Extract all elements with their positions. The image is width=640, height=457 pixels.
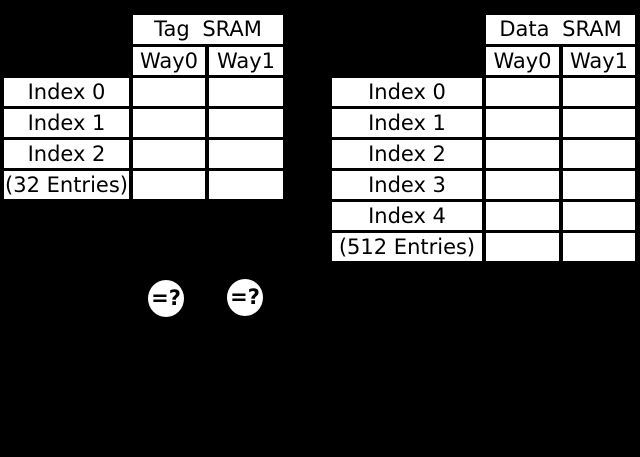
data-way0-header: Way0 xyxy=(486,47,559,75)
table-cell xyxy=(563,109,635,137)
table-cell xyxy=(563,233,635,261)
data-row-label: Index 1 xyxy=(332,109,482,137)
data-sram-title: Data SRAM xyxy=(486,15,635,44)
tag-row-label: Index 2 xyxy=(4,140,129,168)
table-cell xyxy=(209,78,283,106)
table-cell xyxy=(133,140,205,168)
data-sram-table: Data SRAM Way0 Way1 Index 0 Index 1 Inde… xyxy=(332,15,635,261)
table-cell xyxy=(209,109,283,137)
table-cell xyxy=(486,202,559,230)
table-cell xyxy=(209,140,283,168)
data-row-label: Index 0 xyxy=(332,78,482,106)
tag-row-label: Index 1 xyxy=(4,109,129,137)
tag-way1-header: Way1 xyxy=(209,47,283,75)
data-way1-header: Way1 xyxy=(563,47,635,75)
table-cell xyxy=(486,78,559,106)
table-cell xyxy=(209,171,283,199)
tag-sram-table: Tag SRAM Way0 Way1 Index 0 Index 1 Index… xyxy=(4,15,283,199)
table-cell xyxy=(133,78,205,106)
data-row-label: Index 3 xyxy=(332,171,482,199)
table-cell xyxy=(486,233,559,261)
comparator-circle-way1: =? xyxy=(227,279,263,316)
table-cell xyxy=(563,78,635,106)
comparator-circle-way0: =? xyxy=(148,280,184,317)
table-cell xyxy=(563,171,635,199)
table-cell xyxy=(563,140,635,168)
tag-row-label: (32 Entries) xyxy=(4,171,129,199)
data-row-label: (512 Entries) xyxy=(332,233,482,261)
table-cell xyxy=(133,171,205,199)
table-cell xyxy=(486,171,559,199)
data-row-label: Index 4 xyxy=(332,202,482,230)
tag-way0-header: Way0 xyxy=(133,47,205,75)
tag-sram-title: Tag SRAM xyxy=(133,15,283,44)
tag-row-label: Index 0 xyxy=(4,78,129,106)
table-cell xyxy=(563,202,635,230)
data-row-label: Index 2 xyxy=(332,140,482,168)
table-cell xyxy=(133,109,205,137)
table-cell xyxy=(486,109,559,137)
table-cell xyxy=(486,140,559,168)
